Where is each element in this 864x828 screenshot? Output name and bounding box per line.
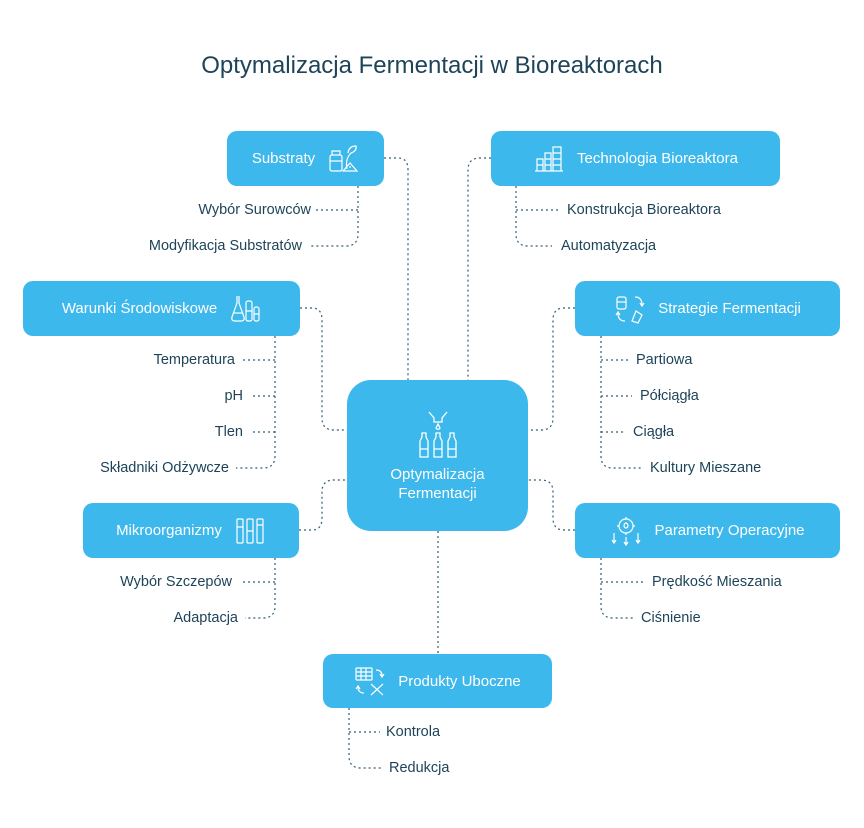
sub-partiowa: Partiowa — [636, 352, 693, 368]
link-mikro — [299, 479, 347, 531]
sub-temperatura: Temperatura — [153, 352, 235, 368]
settings-drop-icon — [611, 516, 641, 546]
sub-ph: pH — [224, 388, 243, 404]
link-parametry — [528, 479, 575, 531]
node-substraty-label: Substraty — [251, 150, 316, 167]
node-strategie-label: Strategie Fermentacji — [658, 300, 801, 317]
sub-ciagla: Ciągła — [633, 424, 675, 440]
node-technologia-label: Technologia Bioreaktora — [577, 150, 738, 167]
cycle-icon — [615, 295, 645, 324]
lab-flasks-icon — [231, 295, 260, 322]
bottles-icon — [418, 411, 457, 458]
node-warunki-label: Warunki Środowiskowe — [61, 300, 218, 317]
sub-skladniki-odzywcze: Składniki Odżywcze — [100, 460, 229, 476]
node-mikroorganizmy-label: Mikroorganizmy — [116, 522, 222, 539]
sub-wybor-surowcow: Wybór Surowców — [198, 202, 311, 218]
center-label: Optymalizacja Fermentacji — [390, 465, 485, 502]
node-produkty-uboczne[interactable]: Produkty Uboczne — [323, 654, 552, 708]
node-strategie-fermentacji[interactable]: Strategie Fermentacji — [575, 281, 840, 336]
link-technologia — [467, 157, 491, 380]
sub-modyfikacja-substratow: Modyfikacja Substratów — [148, 238, 302, 254]
diagram-title: Optymalizacja Fermentacji w Bioreaktorac… — [201, 52, 663, 79]
center-node: Optymalizacja Fermentacji — [347, 380, 528, 531]
sub-konstrukcja-bioreaktora: Konstrukcja Bioreaktora — [567, 202, 721, 218]
sub-wybor-szczepow: Wybór Szczepów — [120, 574, 232, 590]
sub-kultury-mieszane: Kultury Mieszane — [650, 460, 762, 476]
sub-redukcja: Redukcja — [389, 760, 450, 776]
node-parametry-label: Parametry Operacyjne — [654, 522, 805, 539]
node-mikroorganizmy[interactable]: Mikroorganizmy — [83, 503, 299, 558]
node-substraty[interactable]: Substraty — [227, 131, 384, 186]
table-transform-icon — [355, 667, 385, 696]
node-parametry-operacyjne[interactable]: Parametry Operacyjne — [575, 503, 840, 558]
node-technologia-bioreaktora[interactable]: Technologia Bioreaktora — [491, 131, 780, 186]
sub-adaptacja: Adaptacja — [173, 610, 239, 626]
node-produkty-label: Produkty Uboczne — [398, 672, 521, 690]
node-warunki-srodowiskowe[interactable]: Warunki Środowiskowe — [23, 281, 300, 336]
sub-automatyzacja: Automatyzacja — [561, 238, 657, 254]
link-warunki — [300, 307, 347, 431]
link-strategie — [528, 307, 575, 431]
sub-kontrola: Kontrola — [386, 724, 441, 740]
sub-tlen: Tlen — [214, 424, 243, 440]
sub-predkosc-mieszania: Prędkość Mieszania — [652, 574, 782, 590]
plant-jar-icon — [329, 144, 359, 172]
link-substraty — [384, 157, 409, 380]
factory-icon — [535, 145, 564, 172]
test-tubes-icon — [236, 517, 264, 544]
sub-polciagla: Półciągła — [640, 388, 699, 404]
sub-cisnienie: Ciśnienie — [641, 610, 701, 626]
